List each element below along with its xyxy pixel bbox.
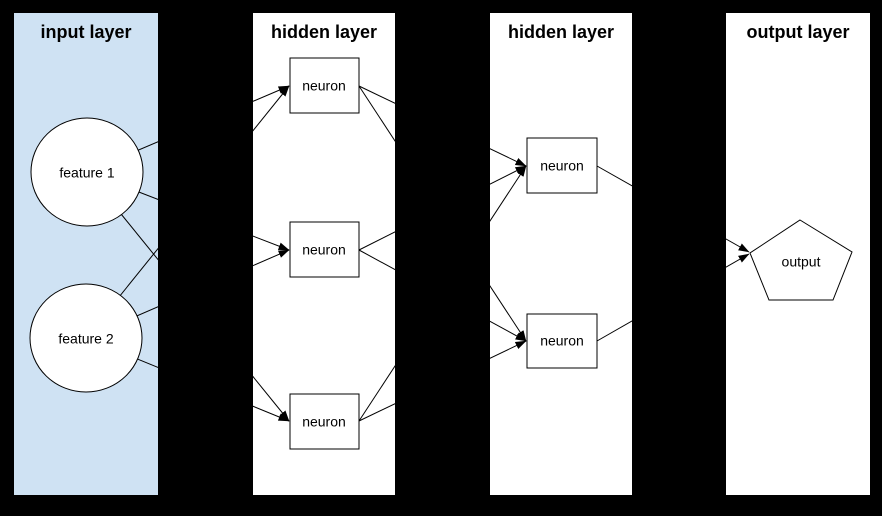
hidden-layer-1-title: hidden layer bbox=[270, 22, 378, 42]
output-layer-panel: output layer bbox=[725, 12, 871, 496]
input-layer-panel: input layer bbox=[13, 12, 159, 496]
hidden-layer-2-title: hidden layer bbox=[507, 22, 615, 42]
input-layer-title: input layer bbox=[40, 22, 132, 42]
edges bbox=[85, 85, 750, 422]
hidden-layer-2-panel: hidden layer bbox=[489, 12, 633, 496]
hidden-layer-1-panel: hidden layer bbox=[252, 12, 396, 496]
output-layer-title: output layer bbox=[746, 22, 850, 42]
node-labels: feature 1 feature 2 neuron neuron neuron… bbox=[58, 78, 820, 430]
